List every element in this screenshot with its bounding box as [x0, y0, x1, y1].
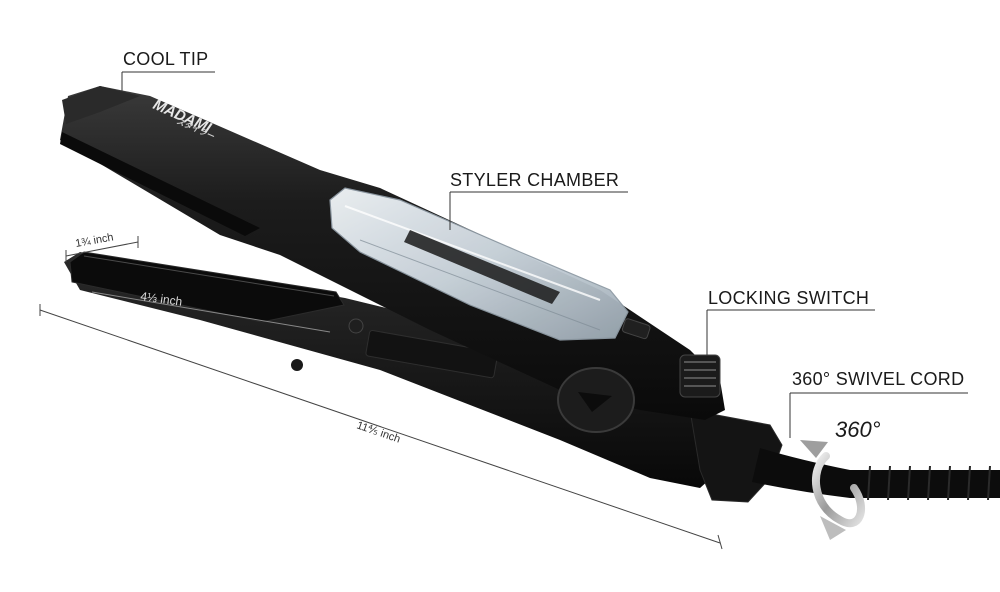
lock-slider[interactable]	[621, 318, 651, 340]
cool-tip-callout: COOL TIP	[123, 49, 209, 69]
dimension-lines	[39, 236, 723, 550]
styler-chamber	[329, 187, 629, 341]
swivel-cord-callout: 360° SWIVEL CORD	[792, 369, 965, 389]
power-button[interactable]	[348, 318, 364, 334]
swivel-cord-leader	[789, 392, 968, 438]
plate-length-line	[91, 291, 331, 333]
plate-width-label: 1¾ inch	[74, 231, 114, 250]
total-length-line	[39, 309, 721, 544]
styler-chamber-callout: STYLER CHAMBER	[450, 170, 620, 190]
rotation-arrow-icon	[800, 440, 866, 540]
temperature-display	[365, 329, 499, 379]
plate-width-line	[65, 241, 139, 257]
locking-switch[interactable]	[679, 354, 721, 398]
total-length-label: 11⅘ inch	[355, 419, 402, 445]
cool-tip-leader	[121, 71, 215, 92]
locking-switch-callout: LOCKING SWITCH	[708, 288, 870, 308]
callout-lines	[121, 71, 968, 438]
locking-switch-leader	[706, 309, 875, 355]
plate-length-label: 4⅓ inch	[140, 289, 184, 309]
cool-tip	[62, 86, 140, 124]
rotation-label: 360°	[835, 417, 881, 442]
styler-chamber-leader	[449, 191, 628, 230]
hinge-knob	[557, 367, 635, 433]
power-cord	[752, 448, 1000, 501]
